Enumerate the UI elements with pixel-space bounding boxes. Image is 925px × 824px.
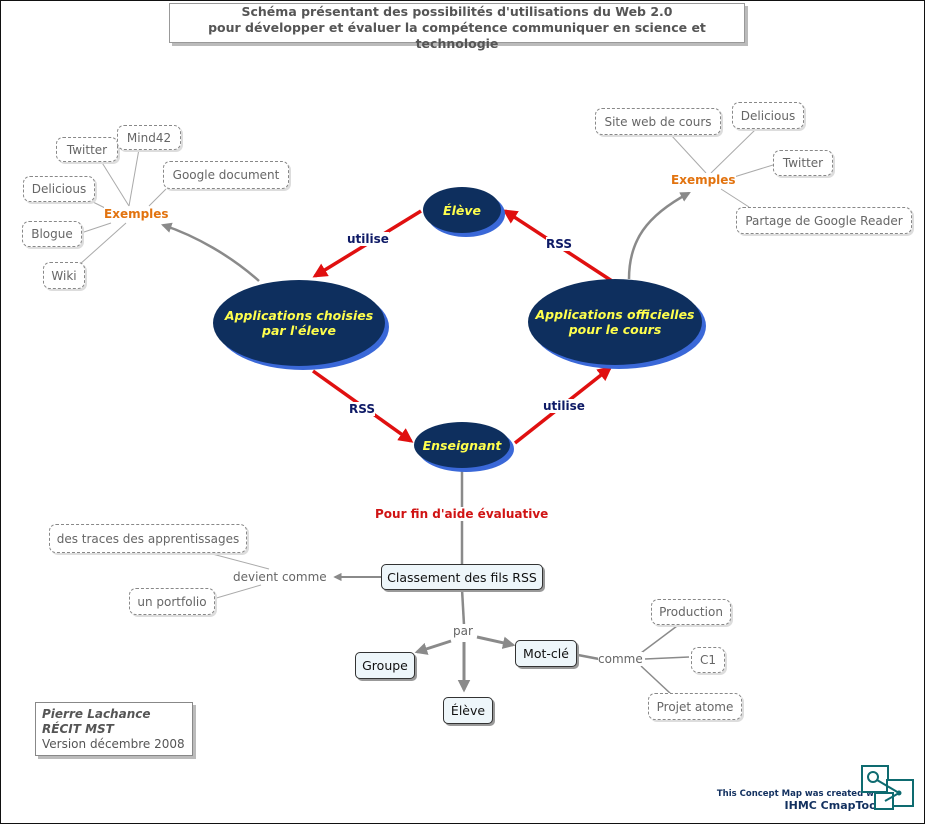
item-portfolio[interactable]: un portfolio — [129, 588, 215, 615]
concept-mot-cle[interactable]: Mot-clé — [515, 640, 577, 667]
item-c1[interactable]: C1 — [691, 647, 725, 673]
example-delicious-left[interactable]: Delicious — [23, 176, 95, 202]
concept-eleve-top[interactable]: Élève — [423, 187, 501, 233]
title-line-1: Schéma présentant des possibilités d'uti… — [241, 4, 673, 19]
author-name: Pierre Lachance — [42, 707, 151, 721]
label-rss-top: RSS — [546, 237, 572, 251]
example-twitter-right[interactable]: Twitter — [773, 150, 833, 176]
example-mind42[interactable]: Mind42 — [117, 125, 181, 150]
concept-enseignant-label: Enseignant — [422, 437, 502, 453]
arrow-par-motcle — [476, 635, 516, 649]
concept-groupe[interactable]: Groupe — [355, 652, 415, 679]
item-projet-atome[interactable]: Projet atome — [648, 693, 742, 720]
credit-line-1: This Concept Map was created with — [716, 789, 887, 799]
label-utilise-bottom: utilise — [543, 399, 585, 413]
right-example-links — [670, 128, 774, 208]
label-comme: comme — [598, 652, 643, 666]
arrow-par-groupe — [414, 639, 452, 655]
link-to-exemples-left — [161, 222, 260, 282]
example-google-document[interactable]: Google document — [163, 161, 289, 189]
label-pour-fin: Pour fin d'aide évaluative — [375, 507, 549, 521]
concept-enseignant[interactable]: Enseignant — [414, 422, 510, 468]
link-classement-par — [460, 588, 466, 626]
label-devient-comme: devient comme — [233, 570, 327, 584]
author-version: Version décembre 2008 — [42, 737, 185, 751]
link-motcle-comme — [577, 653, 600, 661]
concept-eleve-bottom[interactable]: Élève — [443, 697, 493, 724]
devient-links — [200, 550, 270, 600]
exemples-right-label: Exemples — [671, 173, 736, 187]
concept-eleve-top-label: Élève — [443, 202, 481, 218]
title-line-2: pour développer et évaluer la compétence… — [208, 20, 706, 51]
comme-links — [640, 625, 690, 695]
item-traces-apprentissages[interactable]: des traces des apprentissages — [49, 524, 247, 553]
choisies-line-1: Applications choisies — [224, 308, 374, 323]
example-delicious-right[interactable]: Delicious — [732, 102, 804, 129]
map-title: Schéma présentant des possibilités d'uti… — [169, 3, 745, 51]
officielles-line-2: pour le cours — [568, 322, 662, 337]
concept-applications-choisies[interactable]: Applications choisies par l'éleve — [213, 280, 385, 366]
credit-line-2: IHMC CmapTools — [784, 799, 887, 812]
item-production[interactable]: Production — [651, 599, 731, 625]
example-partage-google-reader[interactable]: Partage de Google Reader — [736, 207, 912, 234]
link-to-exemples-right — [627, 191, 691, 280]
label-utilise-top: utilise — [347, 232, 389, 246]
example-blogue[interactable]: Blogue — [22, 221, 82, 247]
exemples-left-label: Exemples — [104, 207, 169, 221]
concept-applications-officielles[interactable]: Applications officielles pour le cours — [528, 279, 702, 365]
choisies-line-2: par l'éleve — [262, 323, 336, 338]
example-wiki[interactable]: Wiki — [43, 262, 85, 289]
label-rss-bottom: RSS — [349, 402, 375, 416]
concept-classement-fils-rss[interactable]: Classement des fils RSS — [381, 564, 543, 590]
label-par: par — [453, 624, 473, 638]
officielles-line-1: Applications officielles — [535, 307, 695, 322]
cmaptools-credit: This Concept Map was created with IHMC C… — [701, 789, 887, 811]
cmaptools-logo-icon — [861, 765, 914, 810]
author-org: RÉCIT MST — [42, 722, 114, 736]
author-box: Pierre Lachance RÉCIT MST Version décemb… — [35, 702, 193, 756]
example-twitter-left[interactable]: Twitter — [56, 137, 118, 162]
example-site-web-de-cours[interactable]: Site web de cours — [595, 108, 721, 135]
